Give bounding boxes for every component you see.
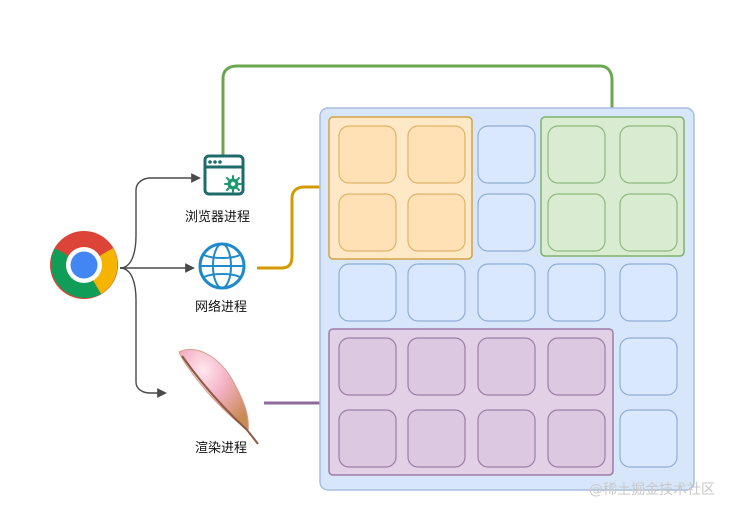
- green-tiles: [547, 125, 678, 252]
- blue-tiles: [338, 125, 678, 468]
- render-process-label: 渲染进程: [195, 441, 248, 456]
- globe-icon: [198, 242, 246, 290]
- feather-icon: [178, 348, 259, 445]
- browser-process-label: 浏览器进程: [185, 210, 251, 225]
- chrome-logo-icon: [50, 231, 118, 299]
- browser-window-gear-icon: [203, 154, 245, 196]
- network-process-label: 网络进程: [195, 300, 248, 315]
- process-grid: [319, 107, 695, 491]
- purple-tiles: [338, 337, 606, 468]
- watermark-text: @稀土掘金技术社区: [589, 482, 715, 498]
- orange-tiles: [338, 125, 466, 252]
